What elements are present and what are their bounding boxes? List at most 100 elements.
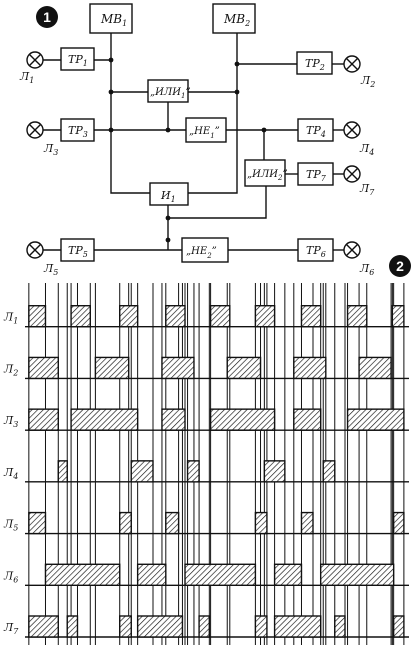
block-not2: „НЕ2” xyxy=(181,237,229,263)
svg-text:ТР4: ТР4 xyxy=(306,124,326,139)
lamp-l3-icon: Л3 xyxy=(26,121,61,157)
timing-pulse xyxy=(57,460,68,483)
timing-pulse xyxy=(293,408,322,431)
svg-text:ТР3: ТР3 xyxy=(68,124,88,139)
timing-pulse xyxy=(94,356,130,380)
timing-pulse xyxy=(28,305,47,328)
schematic: 1 xyxy=(19,3,375,277)
timing-pulse xyxy=(28,408,59,431)
svg-text:МВ2: МВ2 xyxy=(223,12,250,28)
timing-gridlines xyxy=(28,283,405,645)
timing-pulse xyxy=(254,511,268,535)
svg-text:Л5: Л5 xyxy=(43,262,58,277)
timing-pulse xyxy=(119,615,132,638)
lamp-l5-icon: Л5 xyxy=(26,241,61,277)
block-or1: „ИЛИ1” xyxy=(147,79,191,103)
timing-row-6: Л6 xyxy=(3,563,409,586)
timing-pulse xyxy=(392,511,405,535)
junction-dots xyxy=(108,57,267,243)
timing-pulse xyxy=(136,615,184,638)
timing-row-7: Л7 xyxy=(3,615,409,638)
timing-row-label: Л7 xyxy=(3,621,19,636)
block-tr6: ТР6 xyxy=(297,238,334,262)
figure-number-1: 1 xyxy=(36,6,58,28)
figure-number-2-text: 2 xyxy=(396,258,404,274)
timing-row-label: Л4 xyxy=(3,466,18,481)
svg-text:„НЕ1”: „НЕ1” xyxy=(189,126,220,140)
block-tr3: ТР3 xyxy=(60,118,95,142)
timing-pulse xyxy=(392,615,405,638)
timing-pulse xyxy=(165,511,180,535)
svg-text:„ИЛИ2”: „ИЛИ2” xyxy=(247,169,288,182)
block-tr4: ТР4 xyxy=(297,118,334,142)
timing-pulse xyxy=(130,460,154,483)
timing-pulse xyxy=(273,563,303,586)
timing-pulse xyxy=(263,460,286,483)
timing-pulse xyxy=(161,408,186,431)
figure-number-1-text: 1 xyxy=(43,9,51,25)
timing-pulse xyxy=(44,563,121,586)
timing-pulse xyxy=(70,305,91,328)
lamp-l7-icon: Л7 xyxy=(333,165,375,197)
timing-pulse xyxy=(136,563,167,586)
timing-pulse xyxy=(293,356,327,380)
timing-row-label: Л3 xyxy=(3,414,18,429)
timing-pulse xyxy=(391,305,405,328)
timing-pulse xyxy=(209,408,276,431)
timing-pulse xyxy=(254,615,268,638)
timing-pulse xyxy=(119,305,139,328)
svg-text:МВ1: МВ1 xyxy=(100,12,127,28)
timing-pulse xyxy=(334,615,346,638)
svg-text:ТР7: ТР7 xyxy=(306,168,327,183)
svg-text:„НЕ2”: „НЕ2” xyxy=(186,246,217,260)
timing-row-5: Л5 xyxy=(3,511,409,535)
timing-pulse xyxy=(28,511,47,535)
timing-row-label: Л1 xyxy=(3,311,18,326)
svg-text:Л2: Л2 xyxy=(360,74,375,89)
timing-pulse xyxy=(300,305,322,328)
block-not1: „НЕ1” xyxy=(185,117,227,143)
timing-pulse xyxy=(165,305,186,328)
block-and1: И1 xyxy=(149,182,189,206)
timing-pulse xyxy=(226,356,262,380)
figure-number-2: 2 xyxy=(389,255,411,277)
timing-row-1: Л1 xyxy=(3,305,409,328)
timing-pulse xyxy=(119,511,132,535)
timing-pulse xyxy=(186,460,200,483)
svg-text:Л7: Л7 xyxy=(359,182,375,197)
svg-text:Л1: Л1 xyxy=(19,70,34,85)
block-tr5: ТР5 xyxy=(60,238,95,262)
lamp-l2-icon: Л2 xyxy=(332,55,375,89)
svg-text:И1: И1 xyxy=(160,189,176,204)
lamp-l1-icon: Л1 xyxy=(19,51,61,85)
timing-pulse xyxy=(209,305,231,328)
timing-pulse xyxy=(161,356,195,380)
block-tr7: ТР7 xyxy=(297,162,334,186)
svg-text:ТР2: ТР2 xyxy=(305,57,325,72)
timing-pulse xyxy=(346,305,368,328)
timing-row-label: Л5 xyxy=(3,518,18,533)
block-tr2: ТР2 xyxy=(296,51,333,75)
svg-text:ТР1: ТР1 xyxy=(68,53,88,68)
timing-pulse xyxy=(184,563,257,586)
lamp-l4-icon: Л4 xyxy=(333,121,374,157)
block-tr1: ТР1 xyxy=(60,47,95,71)
timing-pulse xyxy=(300,511,314,535)
timing-row-2: Л2 xyxy=(3,356,409,380)
timing-pulse xyxy=(358,356,392,380)
timing-pulse xyxy=(198,615,211,638)
block-or2: „ИЛИ2” xyxy=(244,159,288,187)
timing-row-label: Л6 xyxy=(3,569,18,584)
timing-pulse xyxy=(322,460,336,483)
svg-text:ТР6: ТР6 xyxy=(306,244,326,259)
timing-pulse xyxy=(28,615,59,638)
timing-row-4: Л4 xyxy=(3,460,409,483)
timing-pulse xyxy=(70,408,139,431)
timing-pulse xyxy=(346,408,405,431)
timing-row-label: Л2 xyxy=(3,362,18,377)
svg-text:„ИЛИ1”: „ИЛИ1” xyxy=(150,87,191,100)
timing-pulse xyxy=(319,563,395,586)
svg-text:Л3: Л3 xyxy=(43,142,58,157)
